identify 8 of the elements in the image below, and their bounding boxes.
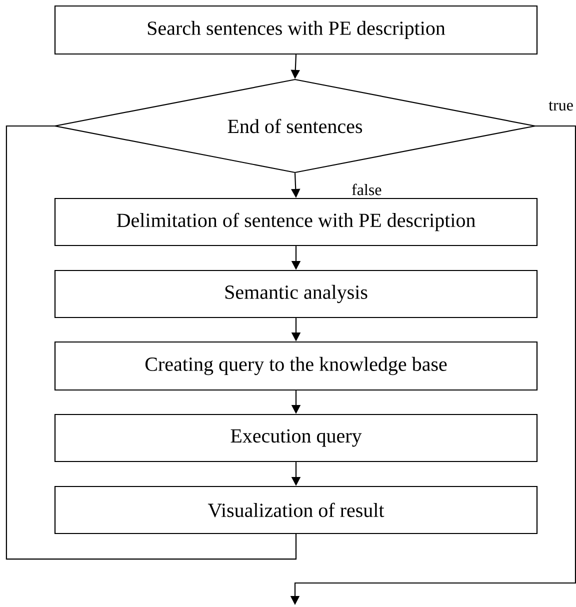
process-box: Execution query <box>54 414 538 462</box>
process-box: Semantic analysis <box>54 270 538 318</box>
process-box: Search sentences with PE description <box>54 5 538 55</box>
process-box: Delimitation of sentence with PE description <box>54 198 538 246</box>
process-box: Creating query to the knowledge base <box>54 341 538 391</box>
edge-label: false <box>350 182 383 196</box>
process-box: Visualization of result <box>54 486 538 534</box>
edge-label: true <box>548 100 574 112</box>
